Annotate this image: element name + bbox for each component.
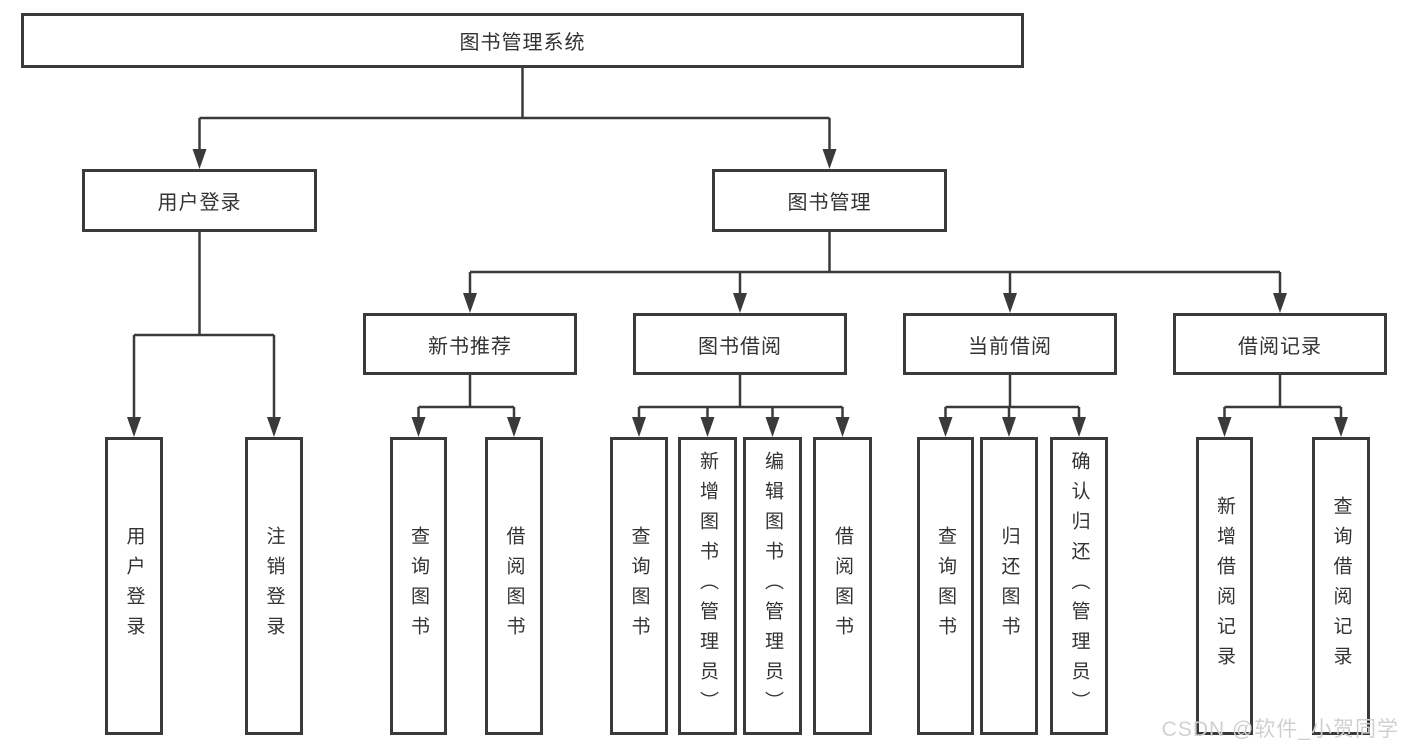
arrowhead-icon (822, 149, 837, 169)
arrowhead-icon (938, 417, 953, 437)
watermark-text: CSDN @软件_小贺同学 (1161, 718, 1399, 741)
leaf-confirm-return-admin-label: 确认归还（管理员） (1068, 451, 1090, 721)
leaf-query-books-borrowing-label: 查询图书 (628, 526, 650, 646)
arrowhead-icon (1072, 417, 1086, 437)
arrowhead-icon (835, 417, 850, 437)
arrowhead-icon (1003, 293, 1017, 313)
leaf-borrow-books-recommend-label: 借阅图书 (503, 526, 525, 646)
node-user-login: 用户登录 (82, 169, 317, 232)
node-root-label: 图书管理系统 (459, 32, 586, 54)
leaf-edit-books-admin: 编辑图书（管理员） (743, 437, 802, 735)
node-current-borrowing-label: 当前借阅 (968, 335, 1052, 358)
arrowhead-icon (632, 417, 646, 437)
node-new-book-recommend-label: 新书推荐 (428, 335, 512, 358)
leaf-query-books-recommend-label: 查询图书 (408, 526, 429, 646)
leaf-edit-books-admin-label: 编辑图书（管理员） (762, 451, 783, 721)
leaf-borrow-books-recommend: 借阅图书 (485, 437, 543, 735)
arrowhead-icon (507, 417, 521, 437)
edge-path-6 (1223, 375, 1343, 420)
node-new-book-recommend: 新书推荐 (363, 313, 577, 375)
leaf-add-borrow-record-label: 新增借阅记录 (1214, 496, 1235, 676)
arrowhead-icon (192, 149, 207, 169)
arrowhead-icon (411, 417, 426, 437)
leaf-add-books-admin-label: 新增图书（管理员） (697, 451, 718, 721)
edge-path-4 (637, 375, 844, 420)
node-current-borrowing: 当前借阅 (903, 313, 1117, 375)
leaf-return-books: 归还图书 (980, 437, 1038, 735)
node-book-management: 图书管理 (712, 169, 947, 232)
arrowhead-icon (1273, 293, 1287, 313)
arrowhead-icon (1002, 417, 1016, 437)
edge-path-3 (417, 375, 516, 420)
leaf-return-books-label: 归还图书 (998, 526, 1020, 646)
leaf-borrow-books: 借阅图书 (813, 437, 872, 735)
leaf-confirm-return-admin: 确认归还（管理员） (1050, 437, 1108, 735)
node-book-management-label: 图书管理 (787, 192, 872, 214)
arrowhead-icon (267, 417, 281, 437)
leaf-query-books-current: 查询图书 (917, 437, 974, 735)
leaf-query-borrow-record: 查询借阅记录 (1312, 437, 1370, 735)
node-root: 图书管理系统 (21, 13, 1024, 68)
arrowhead-icon (1217, 417, 1232, 437)
edge-path-0 (198, 68, 831, 152)
edge-path-1 (132, 232, 276, 420)
leaf-query-books-current-label: 查询图书 (935, 526, 956, 646)
leaf-add-books-admin: 新增图书（管理员） (678, 437, 737, 735)
node-borrowing-records: 借阅记录 (1173, 313, 1387, 375)
arrowhead-icon (700, 417, 715, 437)
leaf-borrow-books-label: 借阅图书 (832, 526, 853, 646)
leaf-add-borrow-record: 新增借阅记录 (1196, 437, 1253, 735)
node-borrowing-records-label: 借阅记录 (1238, 335, 1322, 358)
edge-path-5 (944, 375, 1081, 420)
node-user-login-label: 用户登录 (157, 192, 242, 214)
edge-path-2 (468, 232, 1282, 296)
leaf-user-login: 用户登录 (105, 437, 163, 735)
arrowhead-icon (765, 417, 780, 437)
leaf-user-login-label: 用户登录 (123, 526, 145, 646)
leaf-logout-label: 注销登录 (263, 526, 285, 646)
node-book-borrowing-label: 图书借阅 (698, 335, 782, 358)
arrowhead-icon (463, 293, 477, 313)
leaf-query-books-borrowing: 查询图书 (610, 437, 668, 735)
leaf-query-borrow-record-label: 查询借阅记录 (1330, 496, 1352, 676)
leaf-logout: 注销登录 (245, 437, 303, 735)
arrowhead-icon (733, 293, 747, 313)
arrowhead-icon (127, 417, 141, 437)
leaf-query-books-recommend: 查询图书 (390, 437, 447, 735)
arrowhead-icon (1334, 417, 1348, 437)
node-book-borrowing: 图书借阅 (633, 313, 847, 375)
